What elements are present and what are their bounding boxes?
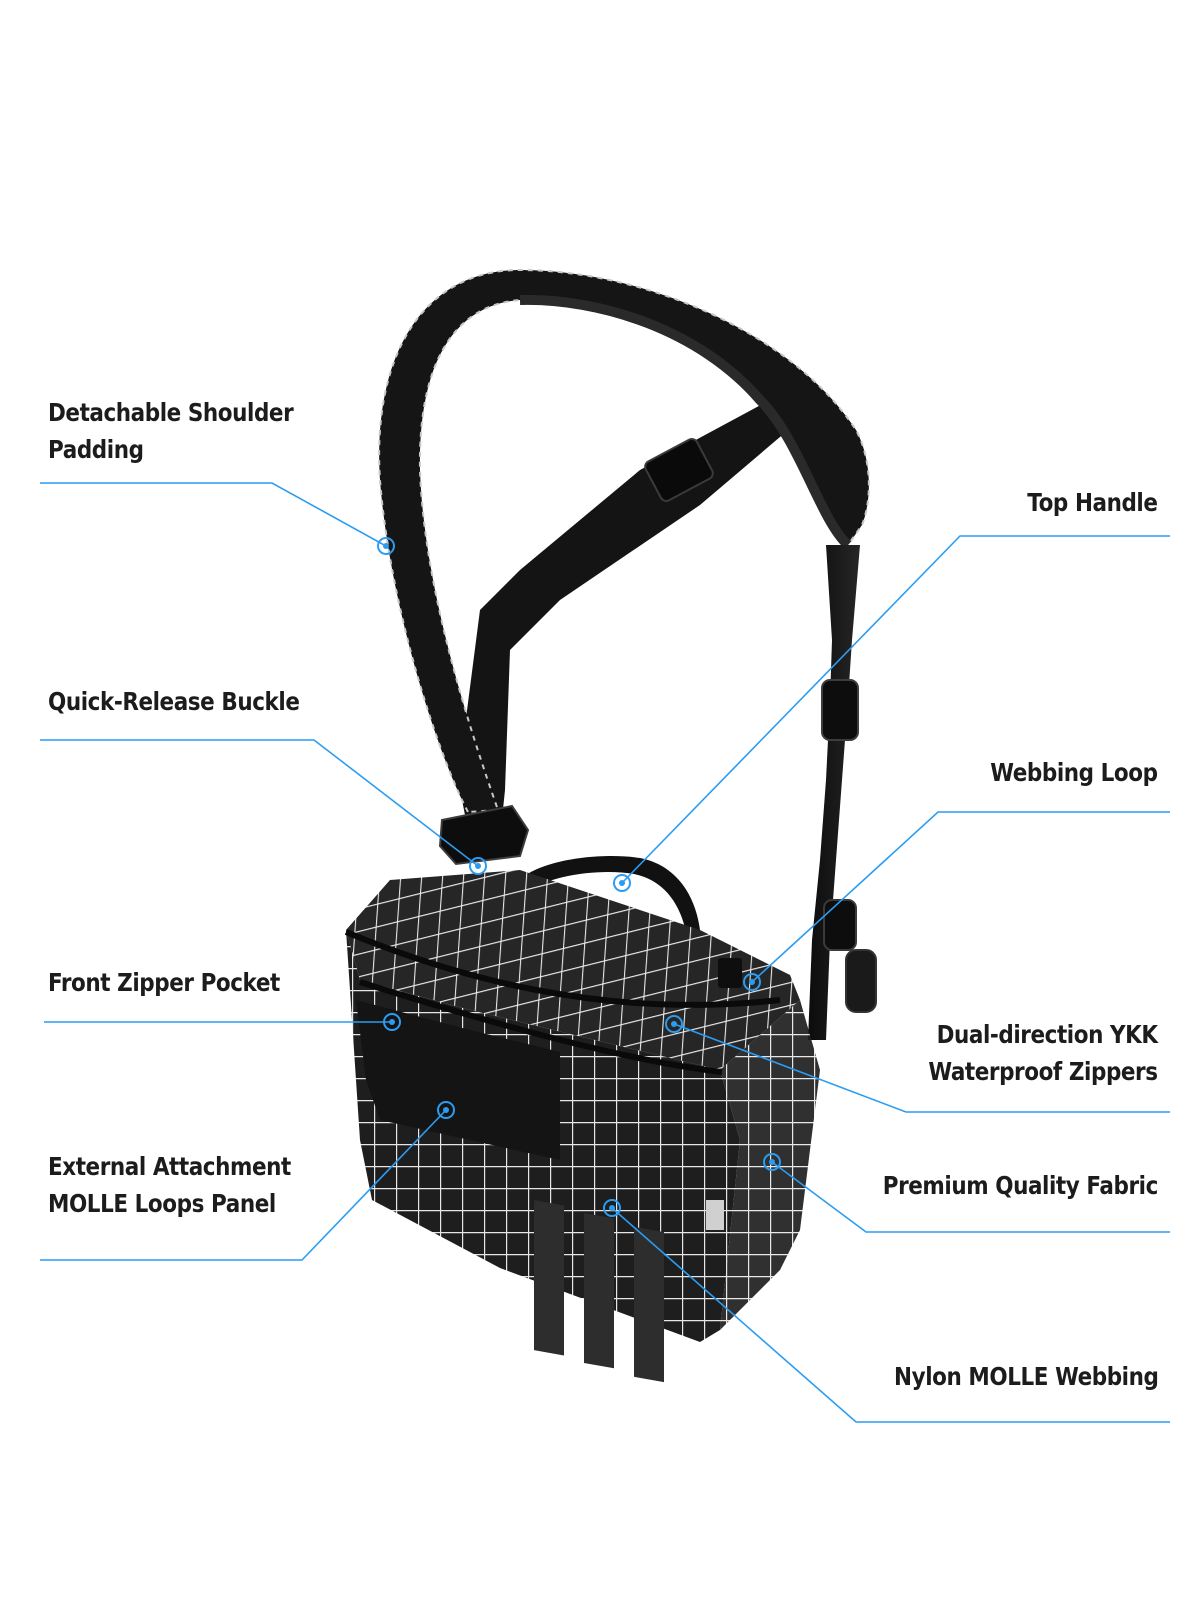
leader-line-external-attachment-molle-loops-panel xyxy=(40,1109,447,1261)
bag-side-face xyxy=(720,1000,820,1330)
callout-label-nylon-molle-webbing: Nylon MOLLE Webbing xyxy=(893,1362,1159,1391)
molle-strip xyxy=(634,1226,664,1383)
target-marker-icon xyxy=(763,1153,781,1171)
target-marker-icon xyxy=(613,874,631,892)
target-marker-icon xyxy=(383,1013,401,1031)
webbing-loop xyxy=(718,958,742,988)
sling-bag-illustration xyxy=(344,268,877,1383)
target-marker-icon xyxy=(665,1015,683,1033)
target-marker-icon xyxy=(437,1101,455,1119)
target-marker-icon xyxy=(743,973,761,991)
leader-line-detachable-shoulder-padding xyxy=(40,482,387,547)
callout-markers xyxy=(377,537,781,1217)
molle-loop-panel xyxy=(356,1000,560,1160)
callout-label-webbing-loop: Webbing Loop xyxy=(990,758,1159,787)
leader-line-top-handle xyxy=(621,535,1170,884)
callout-leaders xyxy=(40,482,1170,1423)
rear-strap xyxy=(458,400,800,840)
molle-strip xyxy=(534,1200,564,1356)
callout-label-detachable-shoulder-padding: Detachable Shoulder Padding xyxy=(48,398,294,464)
brand-tab xyxy=(706,1200,724,1230)
leader-line-webbing-loop xyxy=(751,811,1170,983)
front-strap xyxy=(808,545,860,1040)
leader-line-quick-release-buckle xyxy=(40,739,479,867)
top-handle xyxy=(520,856,700,932)
target-marker-icon xyxy=(603,1199,621,1217)
target-marker-icon xyxy=(469,857,487,875)
rear-strap-buckle xyxy=(644,438,714,502)
quick-release-buckle xyxy=(438,804,530,866)
leader-line-dual-direction-ykk-waterproof-zippers xyxy=(673,1023,1170,1113)
callout-label-front-zipper-pocket: Front Zipper Pocket xyxy=(48,968,280,997)
callout-label-quick-release-buckle: Quick-Release Buckle xyxy=(48,687,300,716)
callout-label-external-attachment-molle-loops-panel: External Attachment MOLLE Loops Panel xyxy=(48,1152,291,1218)
callout-label-dual-direction-ykk-waterproof-zippers: Dual-direction YKK Waterproof Zippers xyxy=(928,1020,1159,1086)
bag-top-face xyxy=(346,870,800,1070)
callout-label-top-handle: Top Handle xyxy=(1027,488,1159,517)
front-strap-clip xyxy=(821,679,859,741)
leader-line-nylon-molle-webbing xyxy=(611,1207,1170,1423)
target-marker-icon xyxy=(377,537,395,555)
leader-line-premium-quality-fabric xyxy=(771,1161,1170,1233)
shoulder-pad xyxy=(378,268,870,814)
molle-strip xyxy=(584,1212,614,1369)
callout-label-premium-quality-fabric: Premium Quality Fabric xyxy=(882,1171,1159,1200)
